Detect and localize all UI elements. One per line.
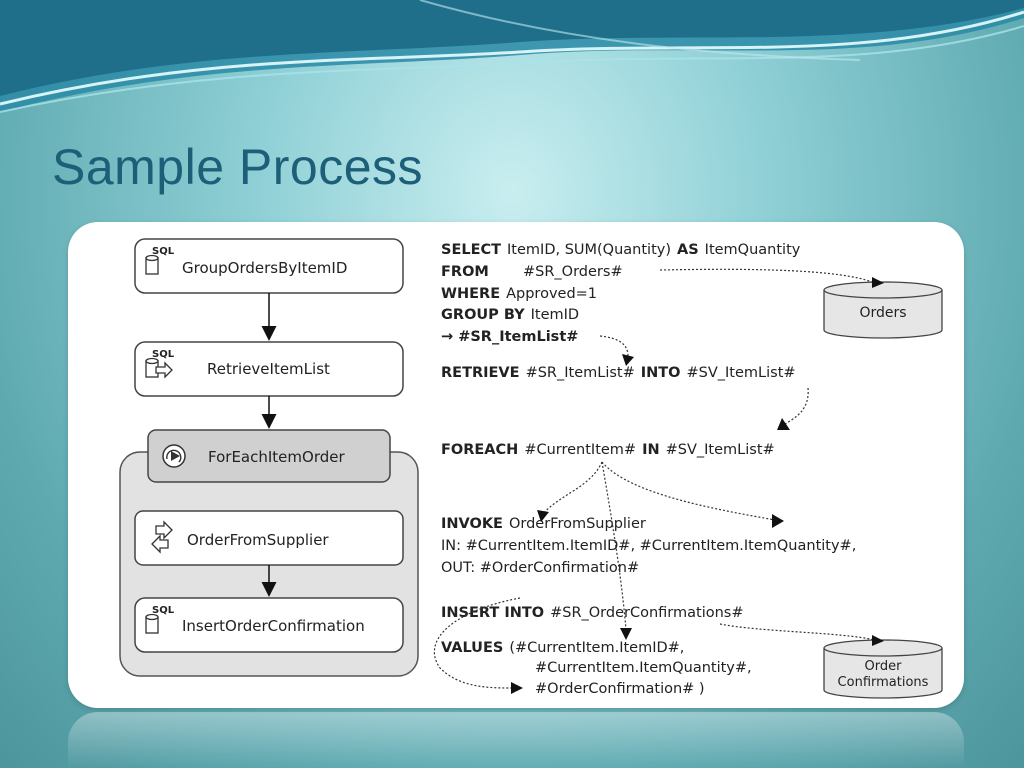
code-foreach-line: FOREACH#CurrentItem#IN#SV_ItemList# bbox=[441, 442, 775, 458]
exchange-arrows-icon bbox=[151, 520, 173, 554]
sql-database-icon bbox=[145, 613, 159, 634]
header-wave-decoration bbox=[0, 0, 1024, 113]
sql-retrieve-icon bbox=[145, 357, 173, 379]
sql-tag: SQL bbox=[152, 246, 175, 257]
node-retrieve-item-list[interactable]: SQL RetrieveItemList bbox=[134, 341, 404, 397]
arrowhead bbox=[772, 514, 784, 528]
node-label: GroupOrdersByItemID bbox=[182, 259, 347, 277]
ref-arrow-foreach-1 bbox=[542, 461, 603, 515]
ref-arrow-itemlist bbox=[599, 335, 629, 357]
node-insert-order-confirmation[interactable]: SQL InsertOrderConfirmation bbox=[134, 597, 404, 653]
node-label: RetrieveItemList bbox=[207, 360, 330, 378]
arrowhead bbox=[620, 628, 632, 640]
sql-tag: SQL bbox=[152, 349, 175, 360]
code-values-line-3: #OrderConfirmation# ) bbox=[535, 681, 705, 697]
code-result-line: → #SR_ItemList# bbox=[441, 329, 578, 345]
ref-arrow-foreach-3 bbox=[601, 461, 627, 631]
panel-reflection bbox=[68, 712, 964, 768]
node-label: OrderFromSupplier bbox=[187, 531, 329, 549]
ref-arrow-values bbox=[433, 597, 521, 689]
node-foreach-item-order[interactable]: ForEachItemOrder bbox=[147, 429, 391, 483]
code-out-line: OUT: #OrderConfirmation# bbox=[441, 560, 639, 576]
datastore-order-confirmations: Order Confirmations bbox=[823, 639, 943, 699]
ref-arrow-confirmations bbox=[719, 623, 876, 641]
code-retrieve-line: RETRIEVE#SR_ItemList#INTO#SV_ItemList# bbox=[441, 365, 796, 381]
code-values-line-2: #CurrentItem.ItemQuantity#, bbox=[535, 660, 752, 676]
node-label: InsertOrderConfirmation bbox=[182, 617, 365, 635]
arrowhead bbox=[622, 354, 634, 366]
code-values-line: VALUES(#CurrentItem.ItemID#, bbox=[441, 640, 684, 656]
page-title: Sample Process bbox=[52, 139, 424, 195]
node-group-orders[interactable]: SQL GroupOrdersByItemID bbox=[134, 238, 404, 294]
datastore-orders: Orders bbox=[823, 281, 943, 339]
code-from-line: FROM#SR_Orders# bbox=[441, 264, 623, 280]
arrowhead bbox=[511, 682, 523, 694]
node-order-from-supplier[interactable]: OrderFromSupplier bbox=[134, 510, 404, 566]
node-label: ForEachItemOrder bbox=[208, 448, 345, 466]
arrowhead bbox=[872, 277, 884, 288]
code-in-line: IN: #CurrentItem.ItemID#, #CurrentItem.I… bbox=[441, 538, 856, 554]
arrowhead bbox=[777, 418, 790, 430]
sql-database-icon bbox=[145, 254, 159, 275]
arrowhead bbox=[537, 510, 549, 522]
datastore-label: Order bbox=[865, 659, 903, 674]
ref-arrow-from-orders bbox=[659, 268, 873, 283]
code-insert-line: INSERT INTO#SR_OrderConfirmations# bbox=[441, 605, 744, 621]
ref-arrow-svitemlist bbox=[784, 387, 809, 425]
datastore-label: Orders bbox=[859, 305, 906, 321]
arrowhead bbox=[872, 635, 884, 646]
ref-arrow-foreach-2 bbox=[601, 461, 776, 521]
loop-icon bbox=[162, 444, 186, 468]
datastore-label: Confirmations bbox=[838, 675, 929, 690]
sql-tag: SQL bbox=[152, 605, 175, 616]
